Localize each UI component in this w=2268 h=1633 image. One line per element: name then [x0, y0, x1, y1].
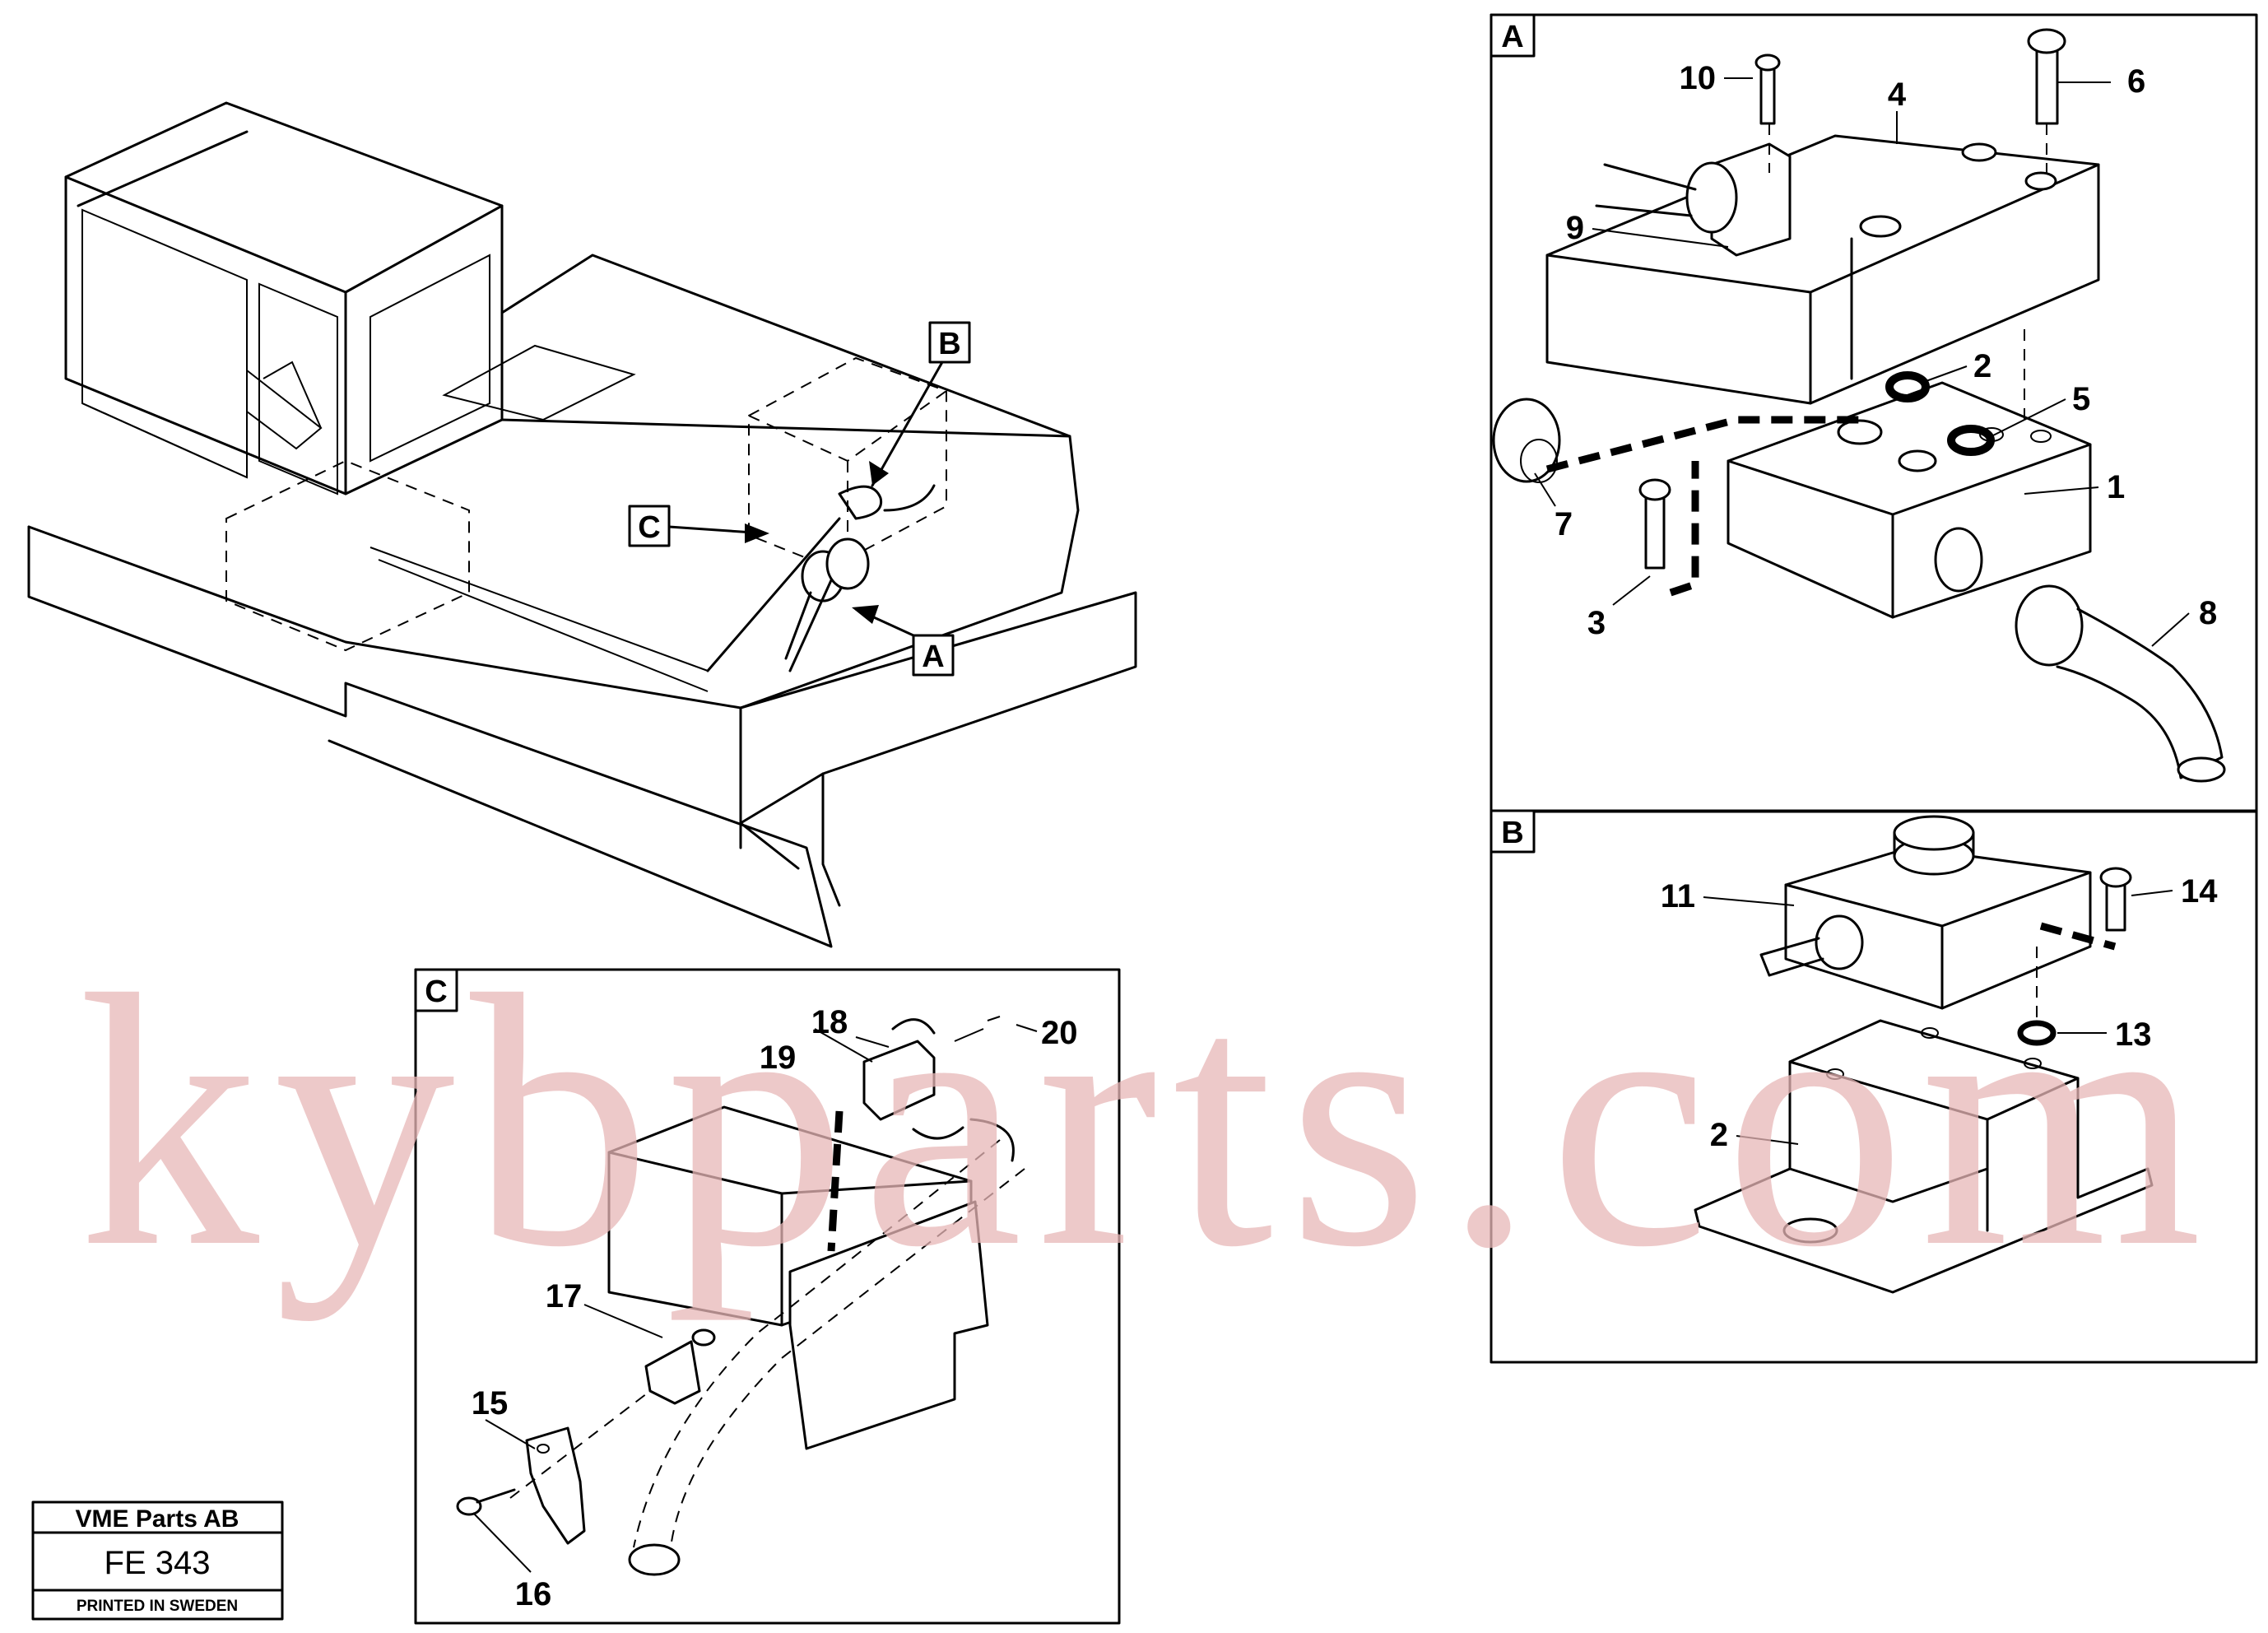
label-part-9: 9: [1566, 210, 1584, 246]
detail-b-panel: [1490, 809, 2258, 1364]
label-part-13: 13: [2115, 1017, 2152, 1053]
label-part-8: 8: [2199, 595, 2217, 631]
watermark: kybparts.com: [78, 921, 2217, 1322]
overview-callout-b: B: [938, 327, 960, 361]
detail-a-panel: [1490, 13, 2258, 813]
label-part-6: 6: [2127, 63, 2145, 100]
detail-a-tag: A: [1501, 20, 1523, 54]
label-part-5: 5: [2072, 381, 2090, 417]
detail-c-panel: [414, 968, 1121, 1625]
title-block-figure-code: FE 343: [105, 1545, 211, 1581]
label-part-4: 4: [1888, 77, 1907, 113]
detail-c-tag: C: [425, 975, 447, 1009]
title-block-printed: PRINTED IN SWEDEN: [77, 1598, 238, 1615]
label-part-1: 1: [2107, 469, 2125, 505]
label-part-7: 7: [1555, 506, 1573, 542]
overview-callout-c: C: [638, 510, 660, 545]
label-part-14: 14: [2181, 873, 2218, 910]
label-part-2: 2: [1973, 348, 1991, 384]
label-part-3: 3: [1587, 605, 1606, 641]
label-part-18: 18: [811, 1004, 848, 1040]
detail-b-tag: B: [1501, 816, 1523, 850]
label-part-2-bracket: 2: [1710, 1117, 1728, 1153]
label-part-15: 15: [472, 1385, 509, 1421]
title-block-company: VME Parts AB: [76, 1505, 239, 1533]
label-part-19: 19: [760, 1040, 797, 1076]
title-block: [31, 1500, 284, 1621]
overview-machine: [27, 101, 1137, 948]
overview-callout-a: A: [922, 640, 944, 674]
label-part-10: 10: [1680, 60, 1717, 96]
label-part-17: 17: [546, 1278, 583, 1314]
label-part-16: 16: [515, 1576, 552, 1612]
label-part-11: 11: [1661, 878, 1695, 914]
label-part-20: 20: [1041, 1015, 1078, 1051]
